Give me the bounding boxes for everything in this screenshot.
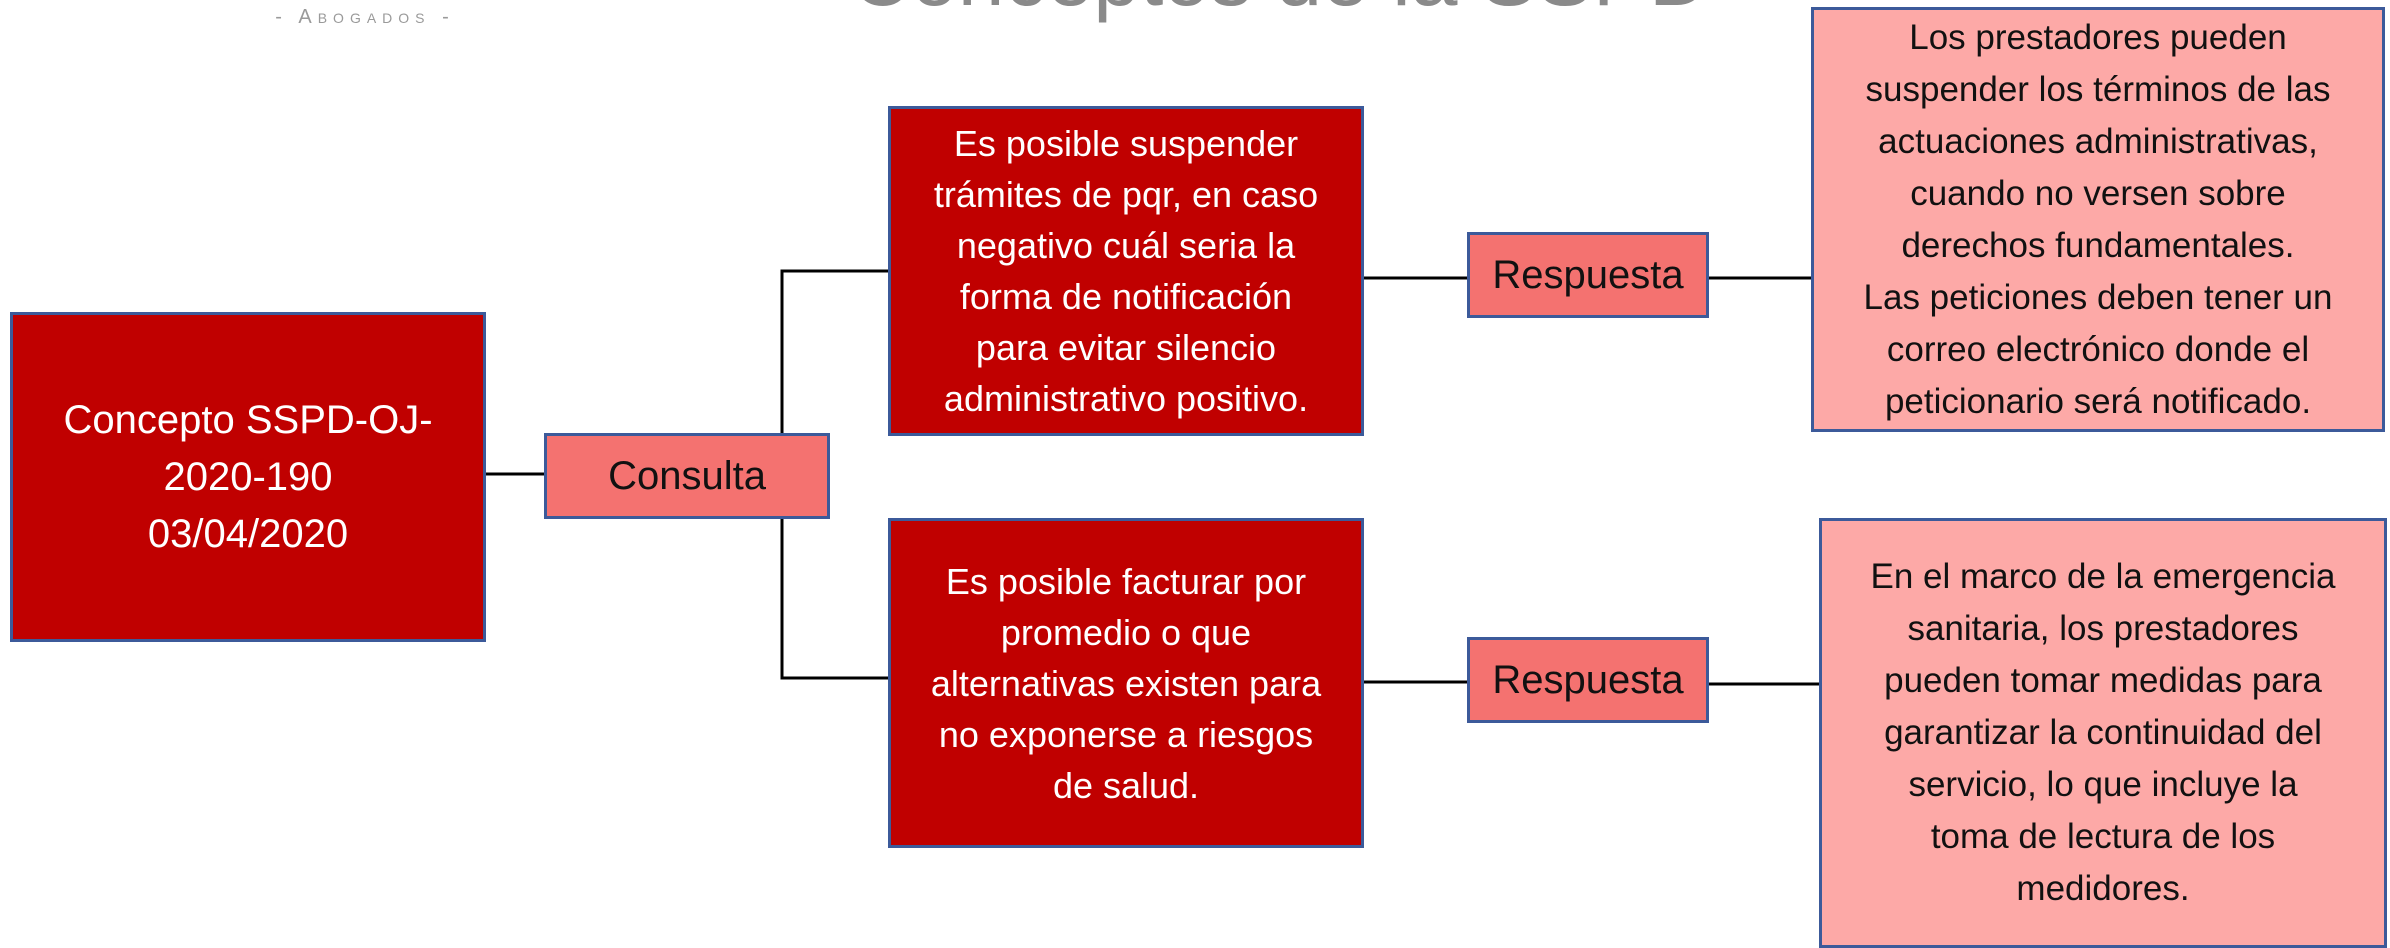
respuesta-label: Respuesta <box>1492 657 1684 702</box>
slide-title: Conceptos de la SSPD <box>700 0 1860 25</box>
answer-line: Los prestadores pueden <box>1909 17 2287 57</box>
answer-line: Las peticiones deben tener un <box>1863 277 2333 317</box>
firm-subtitle: - Abogados - <box>275 6 455 28</box>
question-line: alternativas existen para <box>930 662 1322 704</box>
answer-line: servicio, lo que incluye la <box>1908 765 2298 804</box>
answer-line: pueden tomar medidas para <box>1884 661 2322 700</box>
answer-line: peticionario será notificado. <box>1884 381 2312 421</box>
answer-line: actuaciones administrativas, <box>1878 121 2318 161</box>
consulta-label: Consulta <box>608 453 766 498</box>
question-line: administrativo positivo. <box>943 378 1309 419</box>
consulta-box: Consulta <box>544 433 830 519</box>
answer-line: En el marco de la emergencia <box>1870 557 2336 596</box>
respuesta-box-2: Respuesta <box>1467 637 1709 723</box>
question-line: promedio o que <box>1000 611 1252 653</box>
answer-line: suspender los términos de las <box>1865 69 2331 109</box>
question-line: para evitar silencio <box>975 327 1277 368</box>
answer-box-1: Los prestadores pueden suspender los tér… <box>1811 7 2385 432</box>
question-line: Es posible facturar por <box>945 560 1307 602</box>
question-box-1: Es posible suspender trámites de pqr, en… <box>888 106 1364 436</box>
question-line: de salud. <box>1052 764 1200 806</box>
answer-line: sanitaria, los prestadores <box>1907 609 2299 648</box>
question-line: forma de notificación <box>959 276 1293 317</box>
question-line: no exponerse a riesgos <box>938 713 1314 755</box>
answer-line: cuando no versen sobre <box>1910 173 2286 213</box>
answer-line: correo electrónico donde el <box>1886 329 2310 369</box>
question-line: trámites de pqr, en caso <box>933 174 1319 215</box>
answer-line: garantizar la continuidad del <box>1884 713 2322 752</box>
concept-line: 03/04/2020 <box>147 511 349 556</box>
answer-line: derechos fundamentales. <box>1901 225 2295 265</box>
answer-line: medidores. <box>2016 869 2190 908</box>
question-line: negativo cuál seria la <box>956 225 1296 266</box>
concept-box: Concepto SSPD-OJ- 2020-190 03/04/2020 <box>10 312 486 642</box>
respuesta-box-1: Respuesta <box>1467 232 1709 318</box>
connector-consulta-q2 <box>780 519 888 680</box>
question-box-2: Es posible facturar por promedio o que a… <box>888 518 1364 848</box>
respuesta-label: Respuesta <box>1492 252 1684 297</box>
question-line: Es posible suspender <box>953 123 1299 164</box>
concept-line: 2020-190 <box>163 454 333 499</box>
answer-line: toma de lectura de los <box>1930 817 2276 856</box>
concept-line: Concepto SSPD-OJ- <box>63 397 433 442</box>
connector-consulta-q1 <box>780 269 888 433</box>
answer-box-2: En el marco de la emergencia sanitaria, … <box>1819 518 2387 948</box>
